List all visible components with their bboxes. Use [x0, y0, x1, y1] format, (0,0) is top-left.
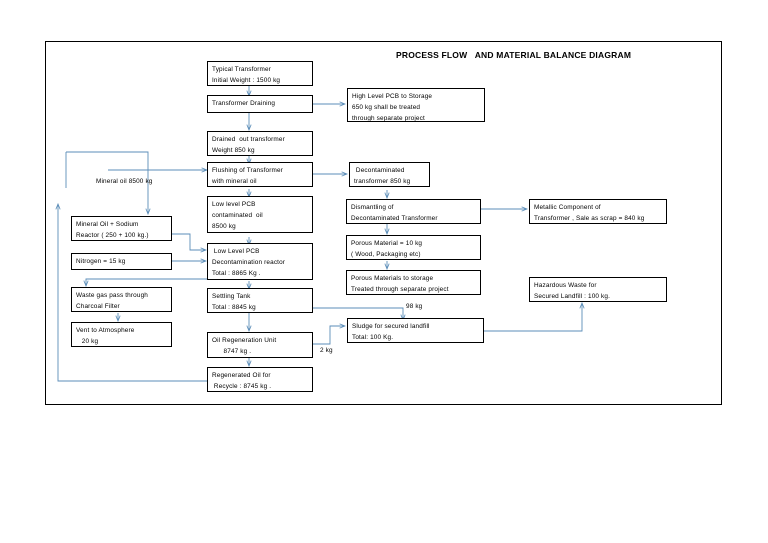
node-line: Initial Weight : 1500 kg [212, 77, 281, 85]
node-line: Drained out transformer [212, 136, 285, 143]
node-line: High Level PCB to Storage [352, 93, 433, 100]
node-low-level-pcb-reactor[interactable]: Low Level PCB Decontamination reactor To… [207, 243, 313, 280]
node-metallic-component[interactable]: Metallic Component of Transformer , Sale… [529, 199, 667, 224]
node-line: Porous Materials to storage [351, 275, 434, 282]
diagram-title: PROCESS FLOW AND MATERIAL BALANCE DIAGRA… [396, 50, 632, 60]
node-line: 20 kg [76, 338, 99, 346]
node-settling-tank[interactable]: Settling Tank Total : 8845 kg [207, 288, 313, 313]
node-decontaminated-transformer[interactable]: Decontaminated transformer 850 kg [349, 162, 430, 187]
node-dismantling-transformer[interactable]: Dismantling of Decontaminated Transforme… [346, 199, 481, 224]
node-line: Regenerated Oil for [212, 372, 271, 379]
node-line: Weight 850 kg [212, 147, 255, 155]
node-line: 8747 kg . [212, 348, 252, 356]
node-oil-regeneration-unit[interactable]: Oil Regeneration Unit 8747 kg . [207, 332, 313, 358]
node-line: Mineral Oil + Sodium [76, 221, 139, 228]
node-line: Oil Regeneration Unit [212, 337, 277, 344]
node-line: ( Wood, Packaging etc) [351, 251, 421, 259]
node-porous-material[interactable]: Porous Material = 10 kg ( Wood, Packagin… [346, 235, 481, 260]
flow-label-98-kg: 98 kg [406, 303, 423, 310]
node-line: Decontaminated Transformer [351, 215, 438, 223]
node-line: Waste gas pass through [76, 292, 148, 299]
node-line: Dismantling of [351, 204, 394, 211]
node-line: Total : 8845 kg [212, 304, 256, 312]
node-sludge-secured-landfill[interactable]: Sludge for secured landfill Total: 100 K… [347, 318, 484, 343]
node-line: Sludge for secured landfill [352, 323, 430, 330]
node-porous-to-storage[interactable]: Porous Materials to storage Treated thro… [346, 270, 481, 295]
node-line: Low Level PCB [212, 248, 260, 255]
node-line: Transformer , Sale as scrap = 840 kg [534, 215, 645, 223]
node-vent-to-atmosphere[interactable]: Vent to Atmosphere 20 kg [71, 322, 172, 347]
node-line: 8500 kg [212, 223, 236, 231]
node-line: Metallic Component of [534, 204, 601, 211]
node-line: Transformer Draining [212, 100, 276, 107]
node-line: Decontamination reactor [212, 259, 286, 267]
node-line: Hazardous Waste for [534, 282, 597, 289]
node-mineral-oil-sodium-reactor[interactable]: Mineral Oil + Sodium Reactor ( 250 + 100… [71, 216, 172, 241]
node-line: with mineral oil [212, 178, 257, 186]
node-line: Reactor ( 250 + 100 kg.) [76, 232, 149, 240]
node-line: Decontaminated [354, 167, 405, 174]
node-drained-out-transformer[interactable]: Drained out transformer Weight 850 kg [207, 131, 313, 156]
node-line: Total : 8865 Kg . [212, 270, 261, 278]
node-high-level-pcb-storage[interactable]: High Level PCB to Storage 650 kg shall b… [347, 88, 485, 122]
node-transformer-draining[interactable]: Transformer Draining [207, 95, 313, 113]
node-line: 650 kg shall be treated [352, 104, 421, 112]
node-line: Vent to Atmosphere [76, 327, 135, 334]
flow-label-2-kg: 2 kg [320, 347, 333, 354]
node-line: Flushing of Transformer [212, 167, 283, 174]
node-line: Typical Transformer [212, 66, 271, 73]
node-line: transformer 850 kg [354, 178, 411, 186]
node-line: contaminated oil [212, 212, 263, 220]
node-line: Total: 100 Kg. [352, 334, 394, 342]
flow-label-mineral-oil: Mineral oil 8500 kg [96, 178, 153, 185]
node-line: Low level PCB [212, 201, 256, 208]
node-waste-gas-charcoal-filter[interactable]: Waste gas pass through Charcoal Filter [71, 287, 172, 312]
node-line: Settling Tank [212, 293, 251, 300]
node-line: Porous Material = 10 kg [351, 240, 423, 247]
node-regenerated-oil-recycle[interactable]: Regenerated Oil for Recycle : 8745 kg . [207, 367, 313, 392]
node-line: Recycle : 8745 kg . [212, 383, 272, 391]
node-line: through separate project [352, 115, 425, 123]
node-line: Charcoal Filter [76, 303, 120, 311]
node-low-level-pcb-oil[interactable]: Low level PCB contaminated oil 8500 kg [207, 196, 313, 233]
node-typical-transformer[interactable]: Typical Transformer Initial Weight : 150… [207, 61, 313, 86]
node-hazardous-waste[interactable]: Hazardous Waste for Secured Landfill : 1… [529, 277, 667, 302]
node-nitrogen[interactable]: Nitrogen = 15 kg [71, 253, 172, 270]
node-line: Nitrogen = 15 kg [76, 258, 126, 265]
node-line: Secured Landfill : 100 kg. [534, 293, 611, 301]
node-line: Treated through separate project [351, 286, 449, 294]
node-flushing-transformer[interactable]: Flushing of Transformer with mineral oil [207, 162, 313, 187]
